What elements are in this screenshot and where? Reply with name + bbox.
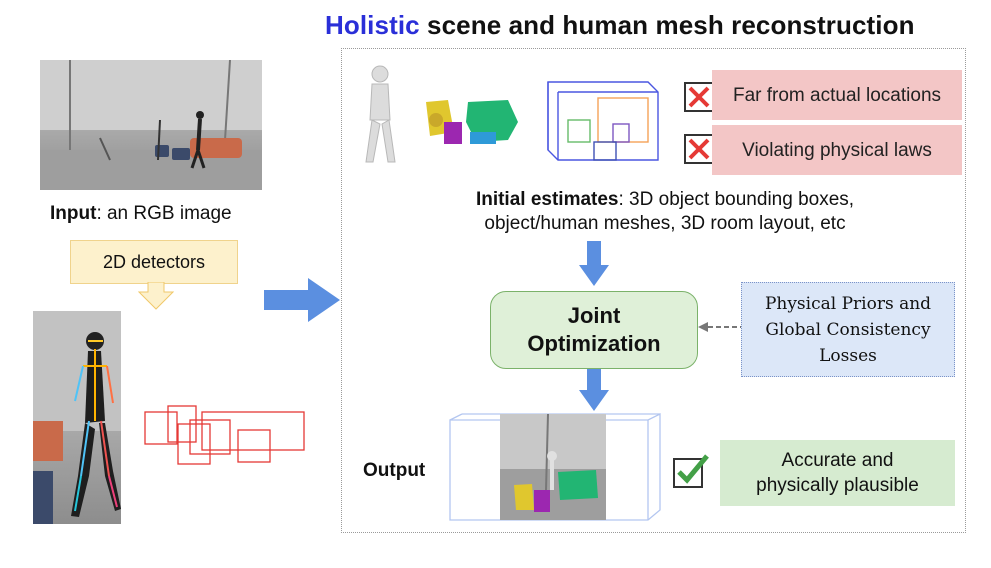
flag-far-from-actual: Far from actual locations — [712, 70, 962, 120]
yellow-down-arrow — [138, 282, 174, 310]
output-reconstruction-drawing — [449, 412, 661, 521]
title-rest: scene and human mesh reconstruction — [419, 10, 915, 40]
joint-line1: Joint — [567, 303, 621, 328]
initial-bold: Initial estimates — [475, 189, 619, 210]
blue-down-arrow — [579, 241, 609, 286]
blue-down-arrow — [579, 368, 609, 411]
cross-checkbox-icon — [684, 82, 714, 112]
dashed-left-arrow — [698, 322, 741, 332]
priors-line3: Losses — [819, 345, 877, 366]
check-checkbox-icon — [673, 454, 709, 488]
flag-violating-laws: Violating physical laws — [712, 125, 962, 175]
initial-estimates-text: Initial estimates: 3D object bounding bo… — [395, 188, 935, 236]
reconstruction-frame — [341, 48, 966, 533]
blue-right-arrow — [264, 278, 340, 322]
red-cross-icon — [688, 86, 710, 108]
initial-estimates-drawing — [365, 65, 659, 163]
input-label-rest: : an RGB image — [96, 203, 232, 224]
cross-checkbox-icon — [684, 134, 714, 164]
detection-boxes — [144, 405, 305, 465]
pose-skeleton-drawing — [33, 311, 121, 524]
joint-line2: Optimization — [527, 331, 661, 356]
input-label: Input: an RGB image — [50, 203, 232, 225]
red-cross-icon — [688, 138, 710, 160]
joint-optimization-box: Joint Optimization — [490, 291, 698, 369]
detection-photo — [33, 311, 121, 524]
output-label: Output — [363, 460, 426, 481]
input-label-bold: Input — [50, 203, 97, 224]
initial-line2: object/human meshes, 3D room layout, etc — [484, 213, 846, 234]
green-check-icon — [677, 454, 709, 484]
initial-line1: : 3D object bounding boxes, — [618, 189, 855, 210]
input-photo — [40, 59, 262, 190]
title-accent: Holistic — [325, 10, 420, 40]
physical-priors-box: Physical Priors and Global Consistency L… — [741, 282, 955, 377]
accurate-result-box: Accurate and physically plausible — [720, 440, 955, 506]
result-line1: Accurate and — [781, 450, 894, 471]
priors-line1: Physical Priors and — [764, 293, 932, 314]
priors-line2: Global Consistency — [765, 319, 931, 340]
result-line2: physically plausible — [756, 475, 919, 496]
detectors-box: 2D detectors — [70, 240, 238, 284]
diagram-title: Holistic scene and human mesh reconstruc… — [325, 10, 915, 41]
input-scene-drawing — [40, 59, 262, 190]
